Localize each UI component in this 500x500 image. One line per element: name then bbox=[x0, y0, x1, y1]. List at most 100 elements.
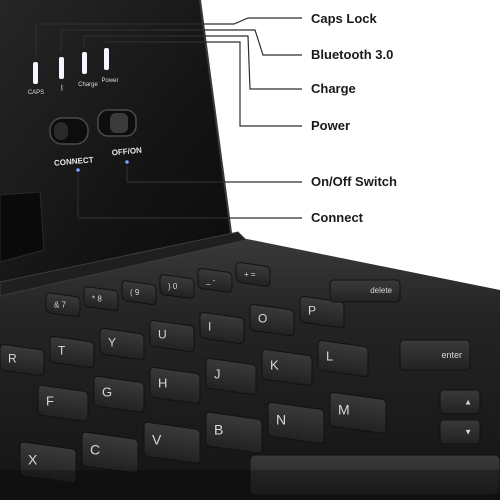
callout-on-off-switch: On/Off Switch bbox=[311, 174, 397, 189]
key-legend: U bbox=[158, 327, 167, 341]
key-cap bbox=[317, 340, 369, 378]
key-legend: ( 9 bbox=[130, 288, 140, 297]
callout-power: Power bbox=[311, 118, 351, 133]
key-cap bbox=[261, 348, 313, 386]
callout-lines bbox=[35, 17, 302, 219]
key-arrow-up[interactable]: ▲ bbox=[439, 389, 481, 415]
key-legend: O bbox=[258, 311, 267, 325]
key-row-q-5[interactable]: T bbox=[49, 336, 95, 369]
key-row-z-1[interactable]: N bbox=[267, 401, 325, 444]
key-row-top-3[interactable]: ( 9 bbox=[121, 280, 157, 306]
key-cap bbox=[235, 262, 271, 287]
key-row-z-5[interactable]: X bbox=[19, 441, 77, 484]
key-legend: C bbox=[90, 441, 100, 457]
key-row-q-0[interactable]: P bbox=[299, 296, 345, 329]
key-cap bbox=[121, 280, 157, 306]
key-cap bbox=[205, 357, 257, 395]
callout-bluetooth: Bluetooth 3.0 bbox=[311, 47, 394, 62]
key-row-a-5[interactable]: F bbox=[37, 384, 89, 422]
key-legend: Y bbox=[108, 335, 116, 349]
switch-group: CONNECT OFF/ON bbox=[49, 109, 142, 172]
key-legend: * 8 bbox=[92, 294, 102, 303]
key-delete[interactable]: delete bbox=[329, 279, 401, 303]
off-on-label: OFF/ON bbox=[111, 146, 142, 158]
key-cap bbox=[49, 336, 95, 369]
key-legend: J bbox=[214, 366, 221, 381]
key-row-a-4[interactable]: G bbox=[93, 375, 145, 413]
callout-caps-lock: Caps Lock bbox=[311, 11, 377, 26]
callout-connect: Connect bbox=[311, 210, 363, 225]
key-enter[interactable]: enter bbox=[399, 339, 471, 371]
key-cap bbox=[249, 304, 295, 337]
key-legend: F bbox=[46, 393, 54, 408]
key-legend: G bbox=[102, 384, 112, 399]
key-row-top-2[interactable]: ) 0 bbox=[159, 274, 195, 299]
connect-button-highlight bbox=[54, 122, 68, 140]
key-row-top-5[interactable]: & 7 bbox=[45, 292, 81, 318]
key-cap bbox=[45, 292, 81, 318]
switch-leader bbox=[126, 166, 302, 183]
key-cap bbox=[81, 431, 139, 474]
switch-dot-icon bbox=[125, 160, 129, 164]
key-cap bbox=[205, 411, 263, 454]
key-legend: R bbox=[8, 351, 17, 365]
caps-lock-leader bbox=[35, 17, 302, 58]
key-cap bbox=[199, 312, 245, 345]
keys-layer: + =_ - ) 0 ( 9 * 8 & 7 P O I U Y T R LK J H G F M NB V CXdel… bbox=[0, 262, 500, 496]
key-legend: ▼ bbox=[464, 427, 472, 436]
key-cap bbox=[439, 389, 481, 415]
key-legend: & 7 bbox=[54, 300, 67, 309]
key-row-top-4[interactable]: * 8 bbox=[83, 286, 119, 312]
screen-recess bbox=[0, 191, 45, 263]
key-row-z-2[interactable]: B bbox=[205, 411, 263, 454]
caps-led-icon bbox=[33, 62, 38, 84]
key-cap bbox=[83, 286, 119, 312]
key-cap bbox=[399, 339, 471, 371]
key-legend: M bbox=[338, 402, 350, 418]
charge-led-icon bbox=[82, 52, 87, 74]
key-cap bbox=[329, 279, 401, 303]
hinge bbox=[0, 231, 247, 297]
key-row-z-4[interactable]: C bbox=[81, 431, 139, 474]
key-legend: H bbox=[158, 375, 167, 390]
key-legend: N bbox=[276, 412, 286, 428]
key-row-z-0[interactable]: M bbox=[329, 392, 387, 434]
key-cap bbox=[99, 328, 145, 361]
key-row-a-3[interactable]: H bbox=[149, 366, 201, 404]
key-row-a-1[interactable]: K bbox=[261, 348, 313, 386]
key-row-q-6[interactable]: R bbox=[0, 344, 45, 377]
key-arrow-down[interactable]: ▼ bbox=[439, 419, 481, 445]
key-row-top-0[interactable]: + = bbox=[235, 262, 271, 287]
key-legend: T bbox=[58, 343, 66, 357]
key-cap bbox=[0, 344, 45, 377]
key-legend: ) 0 bbox=[168, 282, 178, 291]
power-led-icon bbox=[104, 48, 109, 70]
key-spacebar[interactable] bbox=[249, 454, 500, 496]
connect-leader bbox=[77, 174, 302, 219]
key-row-z-3[interactable]: V bbox=[143, 421, 201, 464]
bluetooth-led-label: ᛒ bbox=[60, 84, 64, 92]
key-legend: V bbox=[152, 431, 162, 447]
key-row-a-2[interactable]: J bbox=[205, 357, 257, 395]
bottom-shade bbox=[0, 470, 500, 500]
charge-led-label: Charge bbox=[78, 82, 98, 88]
key-row-q-1[interactable]: O bbox=[249, 304, 295, 337]
key-row-q-2[interactable]: I bbox=[199, 312, 245, 345]
key-legend: I bbox=[208, 319, 211, 333]
led-group: CAPS ᛒ Charge Power bbox=[28, 48, 119, 96]
key-cap bbox=[149, 320, 195, 353]
key-row-q-3[interactable]: U bbox=[149, 320, 195, 353]
key-cap bbox=[143, 421, 201, 464]
key-row-top-1[interactable]: _ - bbox=[197, 268, 233, 293]
key-cap bbox=[299, 296, 345, 329]
key-row-q-4[interactable]: Y bbox=[99, 328, 145, 361]
power-leader bbox=[105, 41, 302, 127]
connect-label: CONNECT bbox=[54, 155, 94, 167]
key-row-a-0[interactable]: L bbox=[317, 340, 369, 378]
key-cap bbox=[159, 274, 195, 299]
key-legend: L bbox=[326, 349, 333, 364]
key-cap bbox=[329, 392, 387, 434]
charge-leader bbox=[83, 35, 302, 90]
